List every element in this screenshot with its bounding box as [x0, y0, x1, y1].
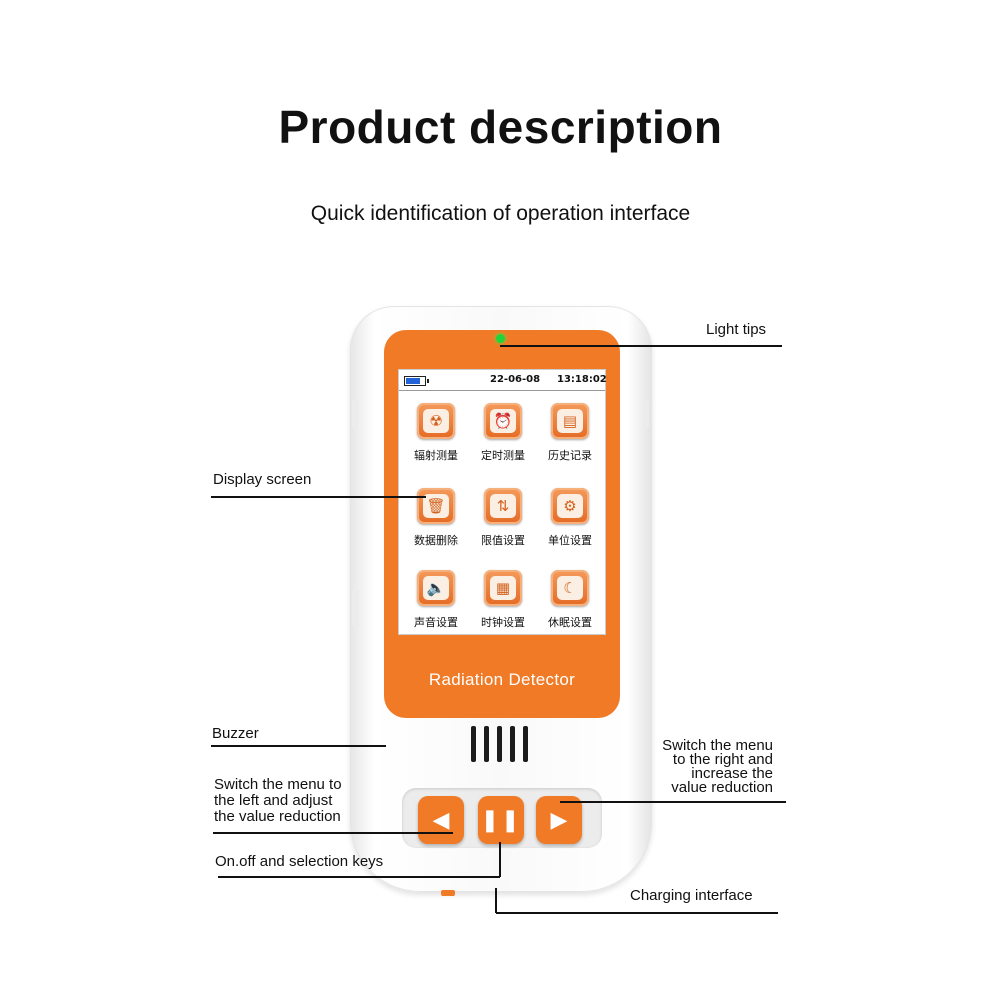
- app-label: 休眠设置: [548, 616, 592, 629]
- label-line: Switch the menu to: [214, 776, 342, 793]
- label-line: the value reduction: [214, 808, 341, 825]
- power-select-key[interactable]: ❚❚: [478, 796, 524, 844]
- leader-light-tips: [500, 345, 782, 347]
- alarm-clock-icon: ⏰: [490, 409, 516, 433]
- app-label: 声音设置: [414, 616, 458, 629]
- battery-icon: [404, 376, 429, 386]
- leader-onoff-keys: [218, 876, 500, 878]
- side-button-left-bottom: [352, 590, 358, 626]
- left-key[interactable]: ◀: [418, 796, 464, 844]
- leader-onoff-keys-vertical: [499, 842, 501, 877]
- label-line: to the right and: [672, 751, 773, 768]
- triangle-right-icon: ▶: [550, 807, 568, 832]
- app-history[interactable]: ▤ 历史记录: [539, 403, 601, 463]
- page-subtitle: Quick identification of operation interf…: [310, 202, 691, 225]
- buzzer-grille-slot: [471, 726, 476, 762]
- buzzer-grille-slot: [484, 726, 489, 762]
- radiation-icon: ☢: [423, 409, 449, 433]
- buzzer-grille-slot: [510, 726, 515, 762]
- status-time: 13:18:02: [557, 374, 607, 385]
- label-line: Switch the menu: [662, 737, 773, 754]
- app-label: 数据删除: [414, 534, 458, 547]
- app-radiation-measure[interactable]: ☢ 辐射测量: [405, 403, 467, 463]
- leader-charging-vertical: [495, 888, 497, 913]
- leader-right-key: [560, 801, 786, 803]
- leader-buzzer: [211, 745, 386, 747]
- leader-charging: [496, 912, 778, 914]
- label-light-tips: Light tips: [706, 321, 767, 338]
- app-sleep-setting[interactable]: ☾ 休眠设置: [539, 570, 601, 630]
- label-line: value reduction: [671, 779, 773, 796]
- light-tip-led: [496, 334, 505, 343]
- speaker-icon: 🔈: [423, 576, 449, 600]
- app-label: 限值设置: [481, 534, 525, 547]
- app-label: 定时测量: [481, 449, 525, 462]
- app-data-delete[interactable]: 🗑 数据删除: [405, 488, 467, 548]
- display-screen[interactable]: 22-06-08 13:18:02 ☢ 辐射测量 ⏰ 定时测量 ▤ 历史记录 🗑…: [398, 369, 607, 635]
- app-clock-setting[interactable]: ▦ 时钟设置: [472, 570, 534, 630]
- app-unit-setting[interactable]: ⚙ 单位设置: [539, 488, 601, 548]
- label-left-key: Switch the menu to the left and adjust t…: [214, 777, 342, 825]
- app-limit-setting[interactable]: ⇅ 限值设置: [472, 488, 534, 548]
- buzzer-grille-slot: [497, 726, 502, 762]
- label-onoff-keys: On.off and selection keys: [215, 853, 384, 870]
- label-right-key: Switch the menu to the right and increas…: [620, 737, 773, 796]
- label-line: the left and adjust: [214, 792, 333, 809]
- app-label: 辐射测量: [414, 449, 458, 462]
- moon-icon: ☾: [557, 576, 583, 600]
- sliders-icon: ⇅: [490, 494, 516, 518]
- app-label: 时钟设置: [481, 616, 525, 629]
- gear-icon: ⚙: [557, 494, 583, 518]
- leader-display-screen: [211, 496, 426, 498]
- app-sound-setting[interactable]: 🔈 声音设置: [405, 570, 467, 630]
- side-button-right: [643, 400, 649, 428]
- calendar-clock-icon: ▦: [490, 576, 516, 600]
- label-line: increase the: [691, 765, 773, 782]
- label-display-screen: Display screen: [213, 471, 312, 488]
- pause-bars-icon: ❚❚: [480, 807, 522, 832]
- right-key[interactable]: ▶: [536, 796, 582, 844]
- app-label: 单位设置: [548, 534, 592, 547]
- app-timed-measure[interactable]: ⏰ 定时测量: [472, 403, 534, 463]
- charging-port[interactable]: [441, 890, 455, 896]
- trash-icon: 🗑: [423, 494, 449, 518]
- status-date: 22-06-08: [490, 374, 541, 385]
- status-bar: 22-06-08 13:18:02: [399, 370, 607, 391]
- page-title: Product description: [278, 101, 723, 153]
- leader-left-key: [213, 832, 453, 834]
- device-brand-label: Radiation Detector: [428, 670, 576, 689]
- label-charging-interface: Charging interface: [630, 887, 753, 904]
- app-label: 历史记录: [548, 449, 592, 462]
- label-buzzer: Buzzer: [212, 725, 259, 742]
- buzzer-grille-slot: [523, 726, 528, 762]
- history-document-icon: ▤: [557, 409, 583, 433]
- side-button-left-top: [352, 400, 358, 428]
- triangle-left-icon: ◀: [432, 807, 450, 832]
